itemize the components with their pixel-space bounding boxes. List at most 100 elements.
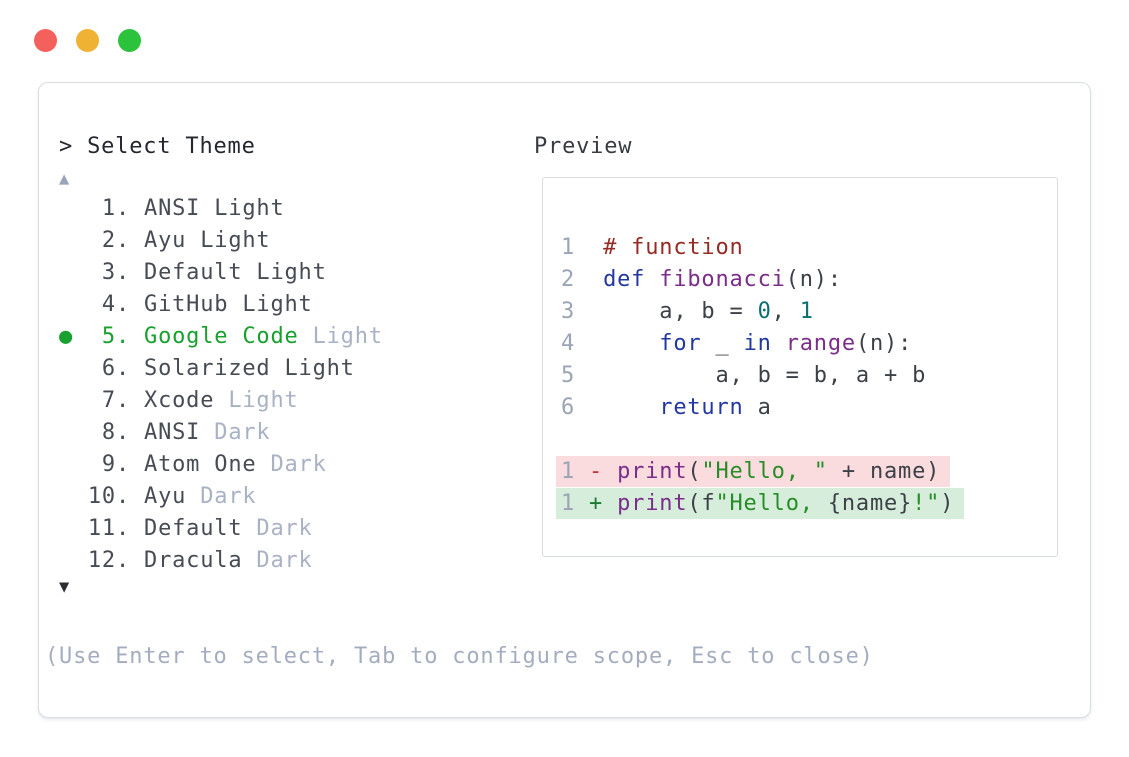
theme-name: Xcode [144,388,215,413]
line-number: 2 [561,267,576,292]
bullet-gutter [59,545,87,577]
bullet-gutter [59,225,87,257]
code-token [603,395,659,420]
code-token: + [589,491,618,516]
code-token [603,331,659,356]
theme-number: 7. [101,388,130,413]
bullet-gutter [59,417,87,449]
theme-number: 9. [101,452,130,477]
theme-list-item[interactable]: 3. Default Light [59,257,383,289]
theme-variant-label: Light [228,388,299,413]
theme-name: Default Light [144,260,327,285]
code-token: a, b = b, a + b [603,363,927,388]
prompt: > Select Theme [59,131,256,163]
theme-number: 1. [101,196,130,221]
line-number: 6 [561,395,576,420]
theme-list-item[interactable]: 1. ANSI Light [59,193,383,225]
code-token: + name) [827,459,941,484]
theme-list-item[interactable]: 6. Solarized Light [59,353,383,385]
code-token: !" [912,491,941,516]
code-token: , [771,299,800,324]
theme-number: 10. [87,484,130,509]
theme-number: 11. [87,516,130,541]
theme-list-item[interactable]: ●5. Google Code Light [59,321,383,353]
theme-variant-label: Light [312,324,383,349]
code-token: def [603,267,646,292]
line-number: 3 [561,299,576,324]
theme-name: ANSI Light [144,196,285,221]
theme-list-item[interactable]: 8. ANSI Dark [59,417,383,449]
code-token: fibonacci [659,267,786,292]
theme-list-item[interactable]: 2. Ayu Light [59,225,383,257]
code-token: "Hello, " [701,459,828,484]
theme-name: Ayu Light [144,228,271,253]
code-token: # function [603,235,744,260]
close-button[interactable] [34,29,57,52]
diff-sample: 1 - print("Hello, " + name)1 + print(f"H… [556,456,1057,520]
code-token: print [617,491,688,516]
bullet-gutter [59,481,87,513]
code-token: 0 [757,299,772,324]
maximize-button[interactable] [118,29,141,52]
theme-number: 4. [101,292,130,317]
theme-variant-label: Dark [270,452,327,477]
theme-name: GitHub Light [144,292,313,317]
code-token: for [659,331,702,356]
theme-list-item[interactable]: 10. Ayu Dark [59,481,383,513]
selected-bullet-icon: ● [59,324,74,349]
prompt-caret-icon: > [59,134,74,159]
theme-number: 2. [101,228,130,253]
code-token: in [743,331,772,356]
line-number: 5 [561,363,576,388]
theme-variant-label: Dark [256,548,313,573]
bullet-gutter [59,289,87,321]
code-token: range [785,331,856,356]
theme-number: 6. [101,356,130,381]
scroll-up-icon[interactable]: ▲ [59,169,70,189]
code-token: 1 [799,299,814,324]
code-token: (f [687,491,716,516]
diff-line-removed: 1 - print("Hello, " + name) [556,456,1057,488]
bullet-gutter [59,449,87,481]
theme-list: 1. ANSI Light 2. Ayu Light 3. Default Li… [59,193,383,577]
code-token: return [659,395,744,420]
diff-highlight: 1 + print(f"Hello, {name}!") [556,488,965,519]
code-line: 2 def fibonacci(n): [561,264,1057,296]
code-token: "Hello, [715,491,828,516]
bullet-gutter [59,193,87,225]
theme-name: Atom One [144,452,257,477]
hint-text: (Use Enter to select, Tab to configure s… [45,644,874,669]
scroll-down-icon[interactable]: ▼ [59,577,70,597]
code-token [645,267,659,292]
theme-list-item[interactable]: 9. Atom One Dark [59,449,383,481]
line-number: 1 [561,235,576,260]
preview-title: Preview [534,134,633,159]
theme-list-item[interactable]: 12. Dracula Dark [59,545,383,577]
theme-name: ANSI [144,420,201,445]
code-line: 1 # function [561,232,1057,264]
code-token: (n): [785,267,842,292]
code-token: {name} [827,491,913,516]
theme-name: Dracula [144,548,243,573]
theme-name: Solarized Light [144,356,355,381]
theme-list-item[interactable]: 7. Xcode Light [59,385,383,417]
theme-list-item[interactable]: 11. Default Dark [59,513,383,545]
theme-number: 3. [101,260,130,285]
code-token: a, b = [603,299,758,324]
bullet-gutter [59,353,87,385]
code-token: _ [701,331,744,356]
minimize-button[interactable] [76,29,99,52]
code-token: (n): [855,331,913,356]
bullet-gutter [59,385,87,417]
code-token: ) [940,491,955,516]
code-line: 6 return a [561,392,1057,424]
line-number: 1 [561,459,576,484]
diff-line-added: 1 + print(f"Hello, {name}!") [556,488,1057,520]
bullet-gutter [59,513,87,545]
code-token: print [617,459,688,484]
line-number: 1 [561,491,576,516]
theme-number: 8. [101,420,130,445]
theme-list-item[interactable]: 4. GitHub Light [59,289,383,321]
